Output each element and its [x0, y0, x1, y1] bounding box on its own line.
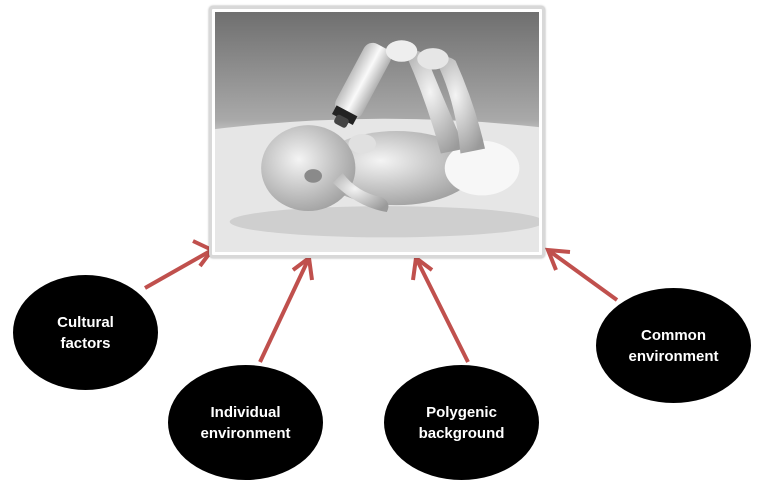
baby-bottle-photo-icon: [215, 12, 539, 252]
arrow-cultural: [145, 250, 212, 288]
arrow-individual: [260, 258, 309, 362]
common-environment-node: Common environment: [596, 288, 751, 403]
individual-environment-label: Individual environment: [200, 402, 290, 444]
common-environment-label: Common environment: [628, 325, 718, 367]
baby-photo: [209, 6, 545, 258]
arrow-polygenic: [416, 258, 468, 362]
arrow-common: [548, 250, 617, 300]
polygenic-background-label: Polygenic background: [419, 402, 505, 444]
polygenic-background-node: Polygenic background: [384, 365, 539, 480]
individual-environment-node: Individual environment: [168, 365, 323, 480]
cultural-factors-label: Cultural factors: [57, 312, 114, 354]
cultural-factors-node: Cultural factors: [13, 275, 158, 390]
